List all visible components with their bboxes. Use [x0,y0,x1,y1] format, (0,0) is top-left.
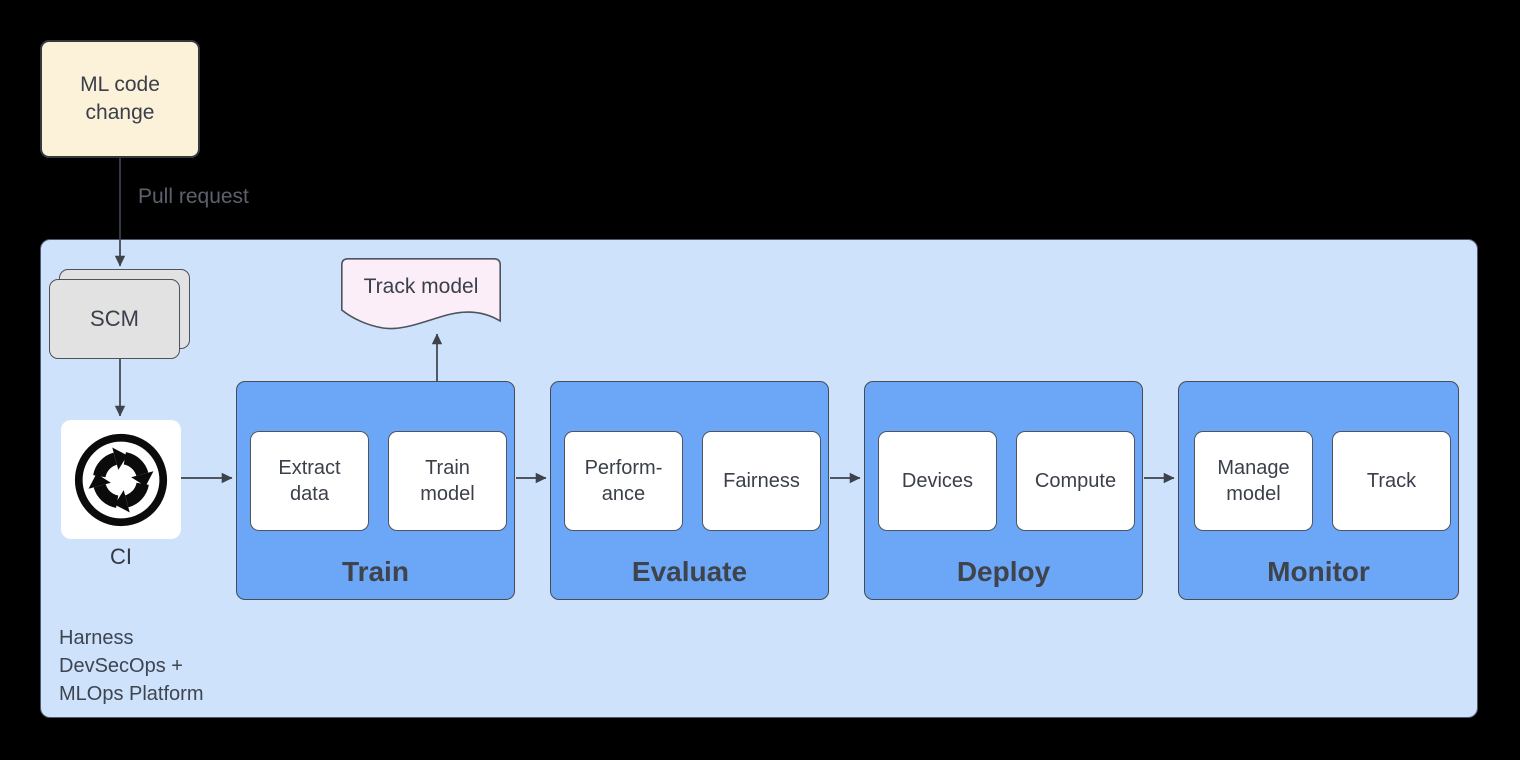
ci-label: CI [110,544,132,569]
stage-item-devices: Devices [878,431,997,531]
stage-item-label: Fairness [723,470,800,492]
stage-item-label: Devices [901,470,974,492]
stage-train: Extract data Train model Train [236,381,515,600]
platform-label: Harness DevSecOps + MLOps Platform [59,627,204,705]
stage-item-label: Extract data [278,457,341,505]
stage-item-label: Track [1366,470,1417,492]
stage-item-label: Perform- ance [584,457,663,505]
stage-item-manage-model: Manage model [1194,431,1313,531]
stage-item-fairness: Fairness [702,431,821,531]
stage-item-label: Manage model [1217,457,1290,505]
stage-train-label: Train [342,556,409,587]
stage-evaluate-label: Evaluate [631,556,748,587]
ml-code-change-label: ML code change [80,73,160,124]
stage-item-compute: Compute [1016,431,1135,531]
node-ml-code-change: ML code change [40,40,200,158]
stage-item-label: Train model [420,457,475,505]
node-ci [61,420,181,539]
track-model-label: Track model [363,275,479,298]
ci-cycle-icon [74,433,168,526]
edge-label-pull-request: Pull request [138,185,249,208]
stage-monitor: Manage model Track Monitor [1178,381,1459,600]
stage-item-performance: Perform- ance [564,431,683,531]
stage-monitor-label: Monitor [1267,556,1370,587]
node-scm: SCM [49,279,180,359]
scm-label: SCM [90,306,139,331]
stage-deploy-label: Deploy [956,556,1051,587]
node-track-model: Track model [341,258,501,334]
stage-evaluate: Perform- ance Fairness Evaluate [550,381,829,600]
stage-item-extract-data: Extract data [250,431,369,531]
document-shape [341,258,501,330]
stage-item-label: Compute [1034,470,1117,492]
stage-item-train-model: Train model [388,431,507,531]
stage-deploy: Devices Compute Deploy [864,381,1143,600]
stage-item-track: Track [1332,431,1451,531]
